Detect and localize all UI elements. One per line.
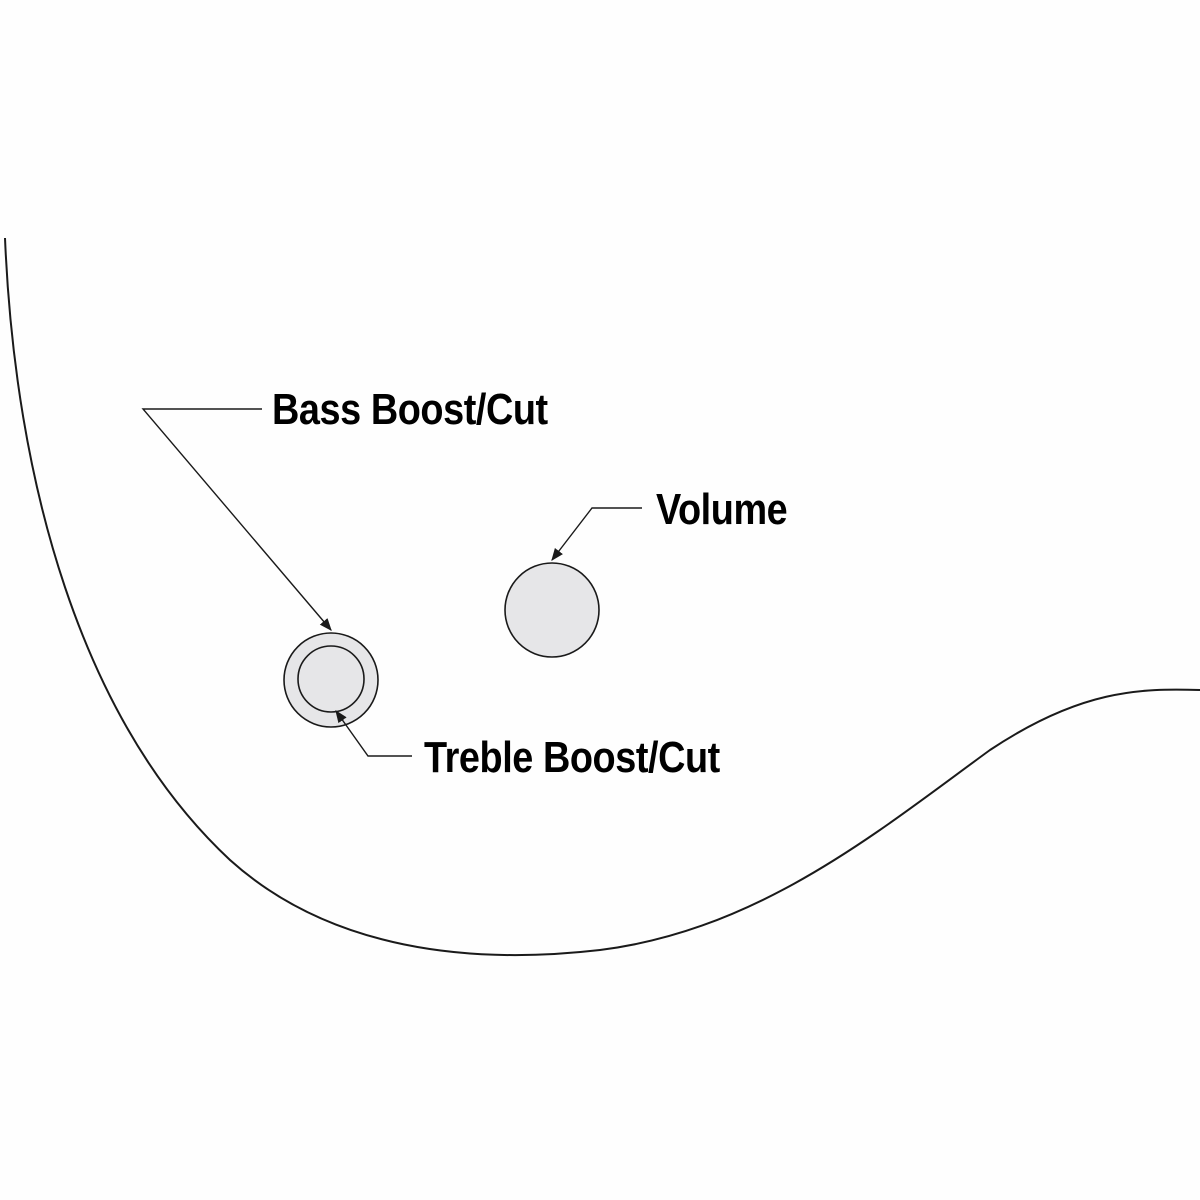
body-outline-curve bbox=[4, 237, 1200, 957]
volume-leader-line bbox=[551, 507, 642, 561]
treble-boost-cut-label: Treble Boost/Cut bbox=[424, 733, 720, 782]
volume-knob bbox=[504, 562, 600, 658]
bass-boost-cut-label: Bass Boost/Cut bbox=[272, 385, 548, 434]
bass-leader-line bbox=[141, 408, 332, 631]
treble-leader-line bbox=[335, 709, 412, 757]
volume-label: Volume bbox=[656, 485, 788, 534]
treble-knob-inner bbox=[297, 645, 365, 713]
